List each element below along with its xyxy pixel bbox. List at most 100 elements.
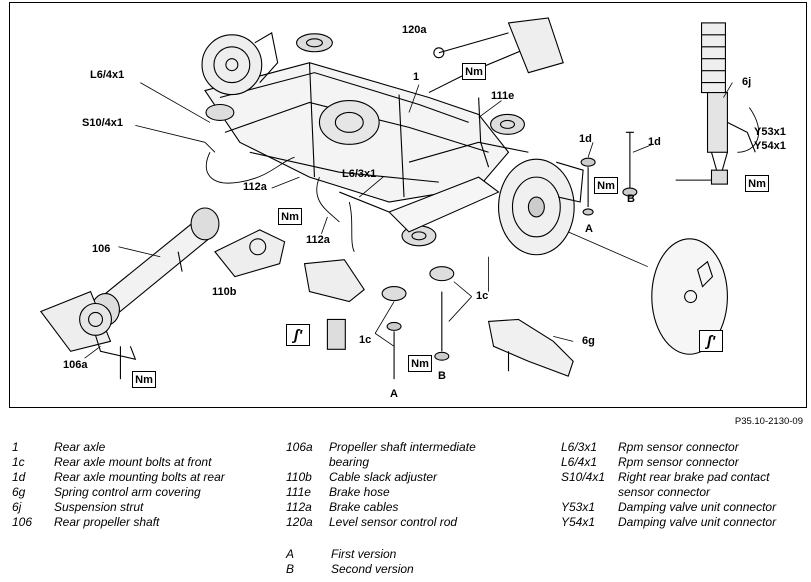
legend-entry: 1c Rear axle mount bolts at front (12, 455, 225, 470)
legend-entry: Y53x1 Damping valve unit connector (561, 500, 776, 515)
legend-description: Damping valve unit connector (618, 500, 777, 514)
right-brake-disc-drawing (498, 158, 584, 256)
callout-112a-mid: 112a (306, 234, 330, 246)
mounting-bolts-drawing (119, 131, 638, 380)
legend-description: Rear propeller shaft (54, 515, 160, 529)
callout-1c-right: 1c (476, 290, 489, 302)
callout-Y54x1: Y54x1 (754, 140, 786, 152)
callout-L6-3x1: L6/3x1 (342, 168, 377, 180)
left-wheel-hub-drawing (201, 31, 279, 96)
legend-entry: 106a Propeller shaft intermediate (286, 440, 476, 455)
legend-entry: 1d Rear axle mounting bolts at rear (12, 470, 225, 485)
legend-description: Cable slack adjuster (329, 470, 438, 484)
legend-key: 6j (12, 500, 22, 514)
torque-nm-badge: Nm (132, 371, 156, 388)
callout-1d-right: 1d (648, 136, 661, 148)
special-tool-icon: ʃ' (286, 324, 310, 346)
cable-slack-adjuster-drawing (214, 229, 286, 278)
suspension-links-drawing (339, 17, 564, 233)
suspension-strut-drawing (675, 22, 756, 185)
legend-entry: 6g Spring control arm covering (12, 485, 225, 500)
legend-description: Brake hose (329, 485, 390, 499)
legend-entry: L6/3x1 Rpm sensor connector (561, 440, 776, 455)
callout-120a: 120a (402, 24, 427, 36)
legend-description-continued: bearing (329, 455, 370, 469)
legend-entry: 106 Rear propeller shaft (12, 515, 225, 530)
legend-description: Propeller shaft intermediate (329, 440, 476, 454)
legend-key: B (286, 562, 295, 576)
legend-description: Rear axle mount bolts at front (54, 455, 212, 469)
legend-key: 1 (12, 440, 19, 454)
rear-axle-exploded-drawing (39, 17, 760, 380)
sensor-wiring-drawing (204, 107, 760, 252)
callout-leader-lines (84, 82, 733, 359)
legend-key: 1c (12, 455, 25, 469)
torque-nm-badge: Nm (594, 177, 618, 194)
legend-entry: 110b Cable slack adjuster (286, 470, 476, 485)
callout-1d-left: 1d (579, 133, 592, 145)
exploded-diagram-frame: 120a 1 L6/4x1 S10/4x1 111e 6j Y53x1 Y54x… (9, 2, 807, 408)
legend-description: Brake cables (329, 500, 399, 514)
legend-key: 1d (12, 470, 26, 484)
legend-key: 120a (286, 515, 313, 529)
legend-key: 110b (286, 470, 312, 484)
callout-112a-left: 112a (243, 181, 267, 193)
callout-6j: 6j (742, 76, 752, 88)
legend-description: Rear axle mounting bolts at rear (54, 470, 225, 484)
legend-key: Y54x1 (561, 515, 596, 529)
legend-key: Y53x1 (561, 500, 596, 514)
special-tool-icon: ʃ' (699, 330, 723, 352)
torque-nm-badge: Nm (278, 208, 302, 225)
legend-key: 106 (12, 515, 33, 529)
legend-description: First version (331, 547, 397, 561)
legend-description: Rpm sensor connector (618, 455, 739, 469)
callout-106a: 106a (63, 359, 88, 371)
legend-entry: 120a Level sensor control rod (286, 515, 476, 530)
drawing-reference-code: P35.10-2130-09 (734, 416, 803, 427)
callout-111e: 111e (491, 90, 515, 102)
legend-key: L6/4x1 (561, 455, 598, 469)
torque-nm-badge: Nm (745, 175, 769, 192)
spring-arm-cover-drawing (487, 318, 574, 377)
callout-B-top: B (627, 193, 635, 205)
legend-entry: A First version (286, 547, 414, 562)
callout-Y53x1: Y53x1 (754, 126, 786, 138)
legend-entry: 111e Brake hose (286, 485, 476, 500)
callout-110b: 110b (212, 286, 237, 298)
legend-entry: Y54x1 Damping valve unit connector (561, 515, 776, 530)
callout-L6-4x1: L6/4x1 (90, 69, 125, 81)
legend-entry: 6j Suspension strut (12, 500, 225, 515)
legend-entry: L6/4x1 Rpm sensor connector (561, 455, 776, 470)
legend-entry: 112a Brake cables (286, 500, 476, 515)
callout-6g: 6g (582, 335, 595, 347)
legend-description: Second version (331, 562, 414, 576)
legend-key: L6/3x1 (561, 440, 598, 454)
propeller-shaft-drawing (39, 207, 220, 360)
callout-A-bottom: A (390, 388, 398, 400)
legend-key: 106a (286, 440, 313, 454)
callout-A-top: A (585, 223, 593, 235)
rear-axle-subframe-drawing (204, 33, 525, 247)
legend-description: Spring control arm covering (54, 485, 201, 499)
callout-1c-left: 1c (359, 334, 372, 346)
legend-description: Damping valve unit connector (618, 515, 777, 529)
legend-entry: B Second version (286, 562, 414, 577)
legend-key: A (286, 547, 295, 561)
legend-description: Rpm sensor connector (618, 440, 739, 454)
legend-description: Suspension strut (54, 500, 144, 514)
legend-key: 111e (286, 485, 311, 499)
torque-nm-badge: Nm (408, 355, 432, 372)
legend-key: 6g (12, 485, 26, 499)
legend-description-continued: sensor connector (618, 485, 711, 499)
brake-backing-plate-drawing (651, 238, 728, 355)
legend-description: Level sensor control rod (329, 515, 458, 529)
callout-106: 106 (92, 243, 111, 255)
legend-key: 112a (286, 500, 312, 514)
callout-1: 1 (413, 71, 420, 83)
